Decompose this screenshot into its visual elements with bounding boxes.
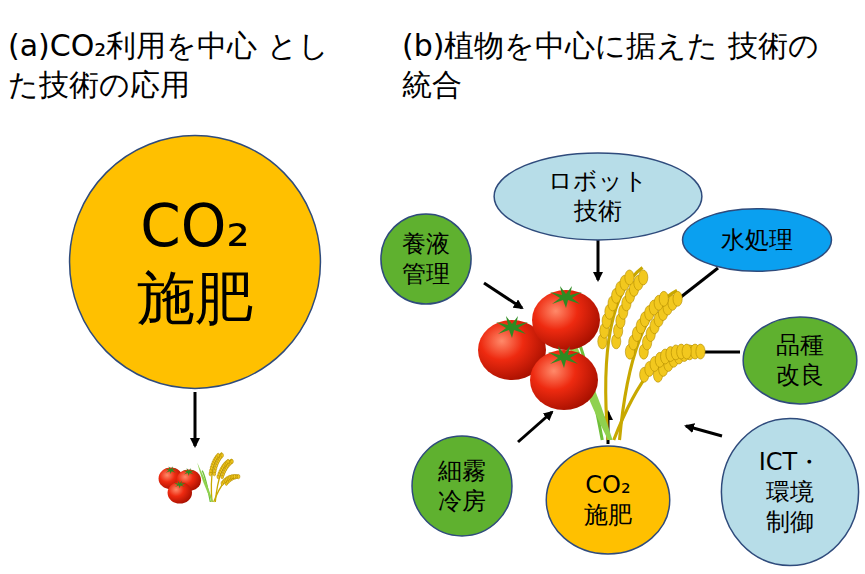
ellipse-node: 品種 改良: [742, 316, 858, 405]
ellipse-outline: [67, 133, 323, 391]
node-label: CO₂ 施肥: [127, 190, 263, 335]
ellipse-node: 細霧 冷房: [411, 435, 513, 537]
tomato-cluster: [478, 286, 600, 410]
node-label: 養液 管理: [398, 229, 453, 289]
arrow: [194, 392, 197, 446]
ellipse-outline: [411, 435, 513, 537]
ellipse-node: CO₂ 施肥: [67, 133, 323, 391]
panel-heading: (b)植物を中心に据えた 技術の統合: [402, 26, 842, 104]
ellipse-node: ロボット 技術: [492, 152, 704, 241]
ellipse-node: 水処理: [681, 208, 833, 272]
node-label: 水処理: [715, 225, 799, 255]
node-label: CO₂ 施肥: [580, 470, 636, 530]
node-label: 細霧 冷房: [434, 456, 489, 516]
rice-plant: [197, 453, 240, 503]
ellipse-outline: [492, 152, 704, 241]
ellipse-node: 養液 管理: [380, 213, 472, 305]
node-label: ICT・ 環境 制御: [754, 447, 826, 537]
tomato-cluster: [159, 466, 201, 503]
ellipse-node: CO₂ 施肥: [545, 445, 671, 555]
ellipse-outline: [545, 445, 671, 555]
ellipse-outline: [742, 316, 858, 405]
node-label: ロボット 技術: [545, 166, 651, 226]
panel-heading: (a)CO₂利用を中心 とした技術の応用: [8, 26, 358, 104]
node-label: 品種 改良: [772, 330, 827, 390]
ellipse-outline: [380, 213, 472, 305]
ellipse-node: ICT・ 環境 制御: [720, 417, 860, 567]
